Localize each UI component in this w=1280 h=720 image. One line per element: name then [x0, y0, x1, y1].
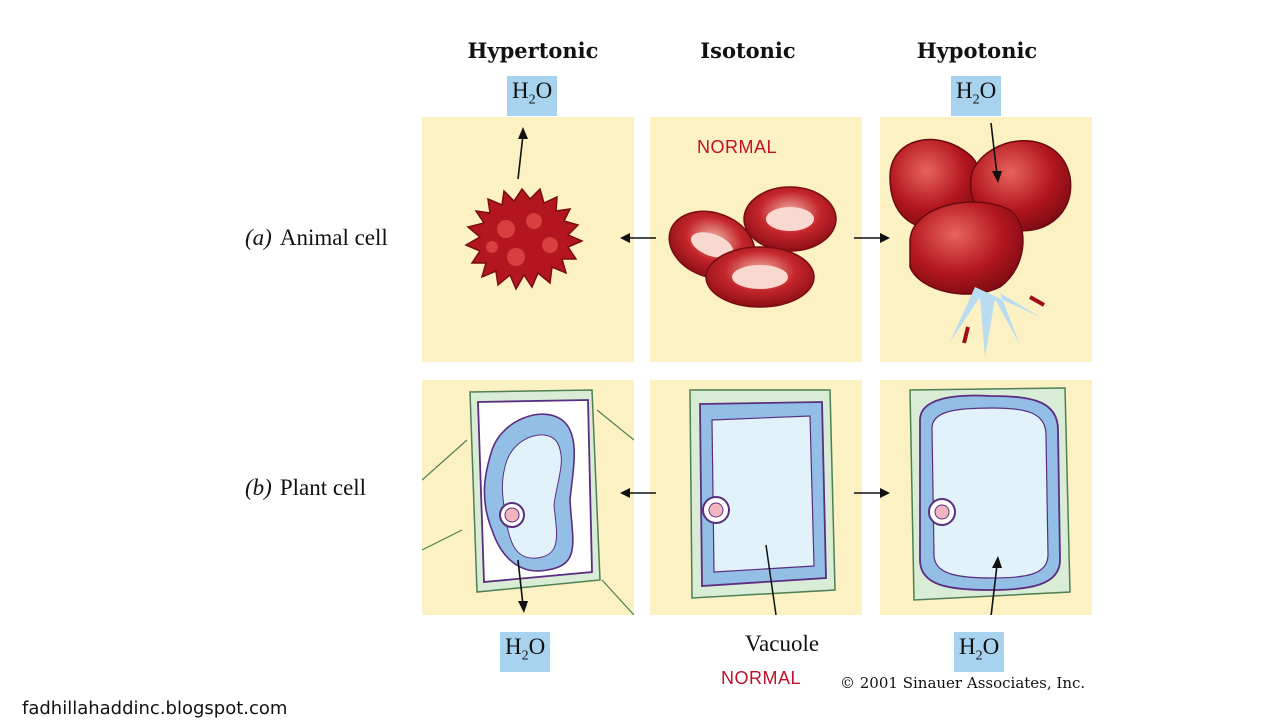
arrow-right-plant	[854, 488, 890, 498]
column-heading-hypotonic: Hypotonic	[916, 38, 1038, 63]
row-label-plant-cell: (b)Plant cell	[245, 475, 367, 500]
plant-hypotonic-panel	[880, 380, 1092, 615]
crenated-cell-icon	[464, 187, 584, 291]
water-in-arrow-plant	[990, 556, 1002, 615]
animal-hypotonic-panel	[880, 117, 1092, 362]
row-label-animal-cell: (a)Animal cell	[245, 225, 388, 250]
vacuole-pointer-line	[765, 544, 777, 615]
arrow-right-animal	[854, 233, 890, 243]
arrow-left-plant	[620, 488, 656, 498]
copyright-notice: © 2001 Sinauer Associates, Inc.	[840, 674, 1086, 692]
column-heading-isotonic: Isotonic	[700, 38, 796, 63]
plant-hypertonic-panel	[422, 380, 634, 615]
h2o-label-hypotonic-bottom: H2O	[954, 632, 1005, 672]
vacuole-icon	[711, 415, 815, 573]
water-out-arrow	[517, 127, 528, 180]
normal-label-isotonic-plant: NORMAL	[721, 668, 802, 688]
arrow-left-animal	[620, 233, 656, 243]
normal-rbc-icon	[668, 186, 837, 308]
water-in-arrow	[990, 122, 1002, 183]
h2o-label-hypotonic-top: H2O	[951, 76, 1002, 116]
normal-label-isotonic-animal: NORMAL	[697, 137, 778, 157]
vacuole-label: Vacuole	[745, 631, 820, 656]
h2o-label-hypertonic-top: H2O	[507, 76, 558, 116]
animal-isotonic-panel	[650, 117, 862, 362]
water-out-arrow-plant	[517, 559, 528, 613]
plant-isotonic-panel	[650, 380, 862, 615]
animal-hypertonic-panel	[422, 117, 634, 362]
column-heading-hypertonic: Hypertonic	[467, 38, 599, 63]
watermark-url: fadhillahaddinc.blogspot.com	[22, 698, 288, 719]
h2o-label-hypertonic-bottom: H2O	[500, 632, 551, 672]
